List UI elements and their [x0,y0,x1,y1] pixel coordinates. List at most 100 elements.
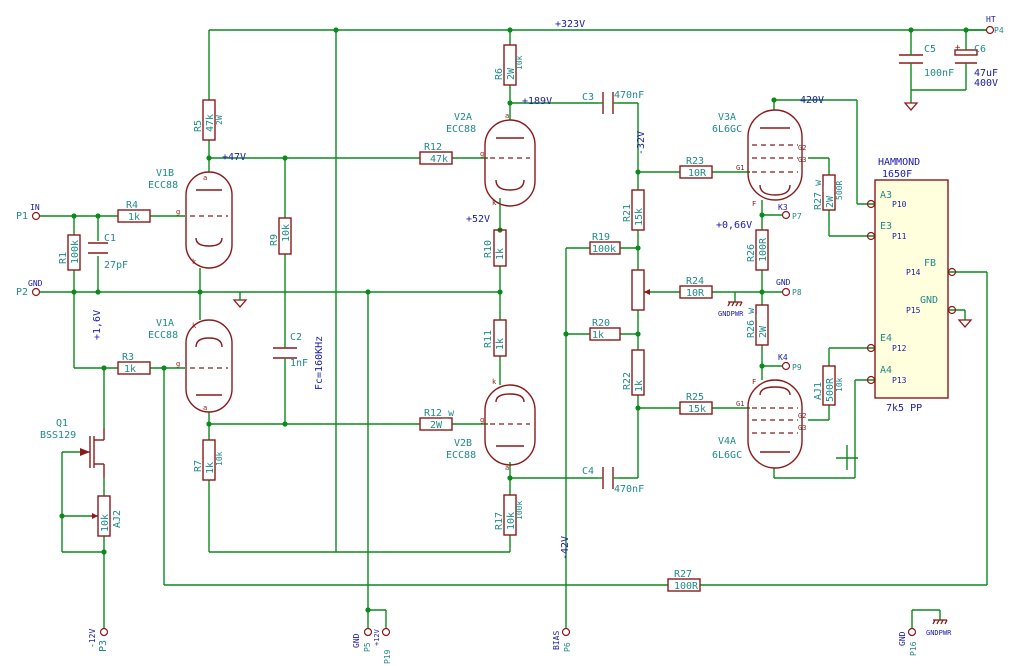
v1a-ref: V1A [156,318,174,329]
resistor-r18 [631,189,645,231]
r4-val: 1k [128,212,140,223]
r20-ref: R23 [686,156,704,167]
p19-name: +12V [373,628,381,646]
p7-ref: P7 [792,212,802,221]
gndpwr-label: GNDPWR [718,310,744,318]
tx-pin-a3: A3 [880,190,892,201]
tx-pin-e4: E4 [880,333,892,344]
p4-name: HT [986,15,996,24]
pin-a-v2a: a [505,112,509,120]
r18-val: 15k [634,208,645,226]
p16-ref: P16 [909,641,918,656]
c6-ref: C6 [974,44,986,55]
p5-ref: P5 [363,642,372,652]
v3a-val: 6L6GC [712,124,742,135]
r24-ref: R26_w [746,307,757,338]
pin-g-v2b: g [480,416,484,424]
r25-val: 100R [674,581,699,592]
pin-g1-v4: G1 [736,400,744,408]
v2a-val: ECC88 [446,124,476,135]
rail-v1a-cathode: +1,6V [92,310,103,340]
c2-val: 1nF [290,358,308,369]
pin-k-v1b: k [192,258,197,266]
tube-v4a [747,379,803,469]
r9-val: 1k [495,338,506,350]
r13-ref: R17 [494,512,505,530]
r3-ref: R3 [122,352,134,363]
r20-val: 10R [688,168,707,179]
c3-val: 470nF [614,90,644,101]
pin-g-v1b: g [176,208,180,216]
resistor-r-aj2 [631,269,645,311]
resistor-r20 [679,165,713,179]
r12-ref: R6 [494,68,505,80]
resistor-r26 [822,174,836,211]
transformer [874,179,949,399]
tx-port-p11: P11 [892,232,907,241]
r23-ref: R26 [746,244,757,262]
r12-val: 2W [506,67,517,80]
v2b-val: ECC88 [446,450,476,461]
c5-ref: C5 [924,44,936,55]
r5-ref: R5 [193,120,204,132]
svg-text:+: + [955,43,961,53]
v4a-ref: V4A [718,436,736,447]
resistor-r22 [679,401,713,415]
resistor-r25 [667,578,701,592]
p9-ref: P9 [792,363,802,372]
rail-v1b-cathode: +47V [222,152,246,163]
tx-port-p15: P15 [906,306,921,315]
v3a-ref: V3A [718,112,736,123]
pin-a-v2b: a [505,464,509,472]
capacitors: + [88,43,978,489]
r9-ref: R11 [483,330,494,348]
r26-w: 500R [835,181,844,200]
pin-k-v2b: k [492,378,497,386]
p6-name: BIAS [552,631,561,650]
p1-name: IN [30,203,40,212]
pin-f-v3: F [752,200,756,208]
fc-label: Fc=160KHz [314,336,325,390]
pin-g1-v3: G1 [736,164,744,172]
pin-g-v1a: g [176,360,180,368]
tx-pin-e3: E3 [880,221,892,232]
resistor-r3 [117,361,151,375]
c1-ref: C1 [104,233,116,244]
v1b-val: ECC88 [148,180,178,191]
resistor-r7 [278,217,292,255]
resistor-r11 [419,417,453,431]
pin-g2-v4: G2 [798,412,806,420]
r7-ref: R9 [269,234,280,246]
r22-ref: R25 [686,392,704,403]
grounds [232,102,973,625]
r21-val: 10R [686,288,705,299]
r24-val: 2W [758,325,769,338]
resistor-r9 [493,319,507,357]
tube-v1a [185,319,233,413]
resistor-r19 [631,349,645,396]
r27-ref: AJ1 [813,382,824,400]
tx-pin-a4: A4 [880,365,892,376]
r5-w: 2W [215,115,224,125]
aj1-ref: AJ2 [112,510,123,528]
pin-k-v2a: k [492,199,497,207]
p8-ref: P8 [792,288,802,297]
r22-val: 15k [688,404,706,415]
connector-pins [31,25,995,637]
labels: +323V +189V +47V +52V +0,66V 420V -32V -… [16,15,1004,664]
tube-v2b [484,384,536,466]
tx-port-p12: P12 [892,344,907,353]
r5-val: 47k [205,114,216,132]
r11-ref: R12_w [424,408,455,419]
resistor-r12 [503,44,517,86]
r1-val: 100k [70,240,81,264]
pin-a-v1a: a [203,404,207,412]
pin-g2-v3: G2 [798,144,806,152]
r6-w: 10k [215,451,224,466]
v1b-ref: V1B [156,168,174,179]
resistor-r23 [755,229,769,271]
rail-ht: +323V [555,19,585,30]
c1-val: 27pF [104,260,128,271]
rail-grid-v3: -32V [636,131,647,155]
transformer-title: HAMMOND [878,157,920,168]
